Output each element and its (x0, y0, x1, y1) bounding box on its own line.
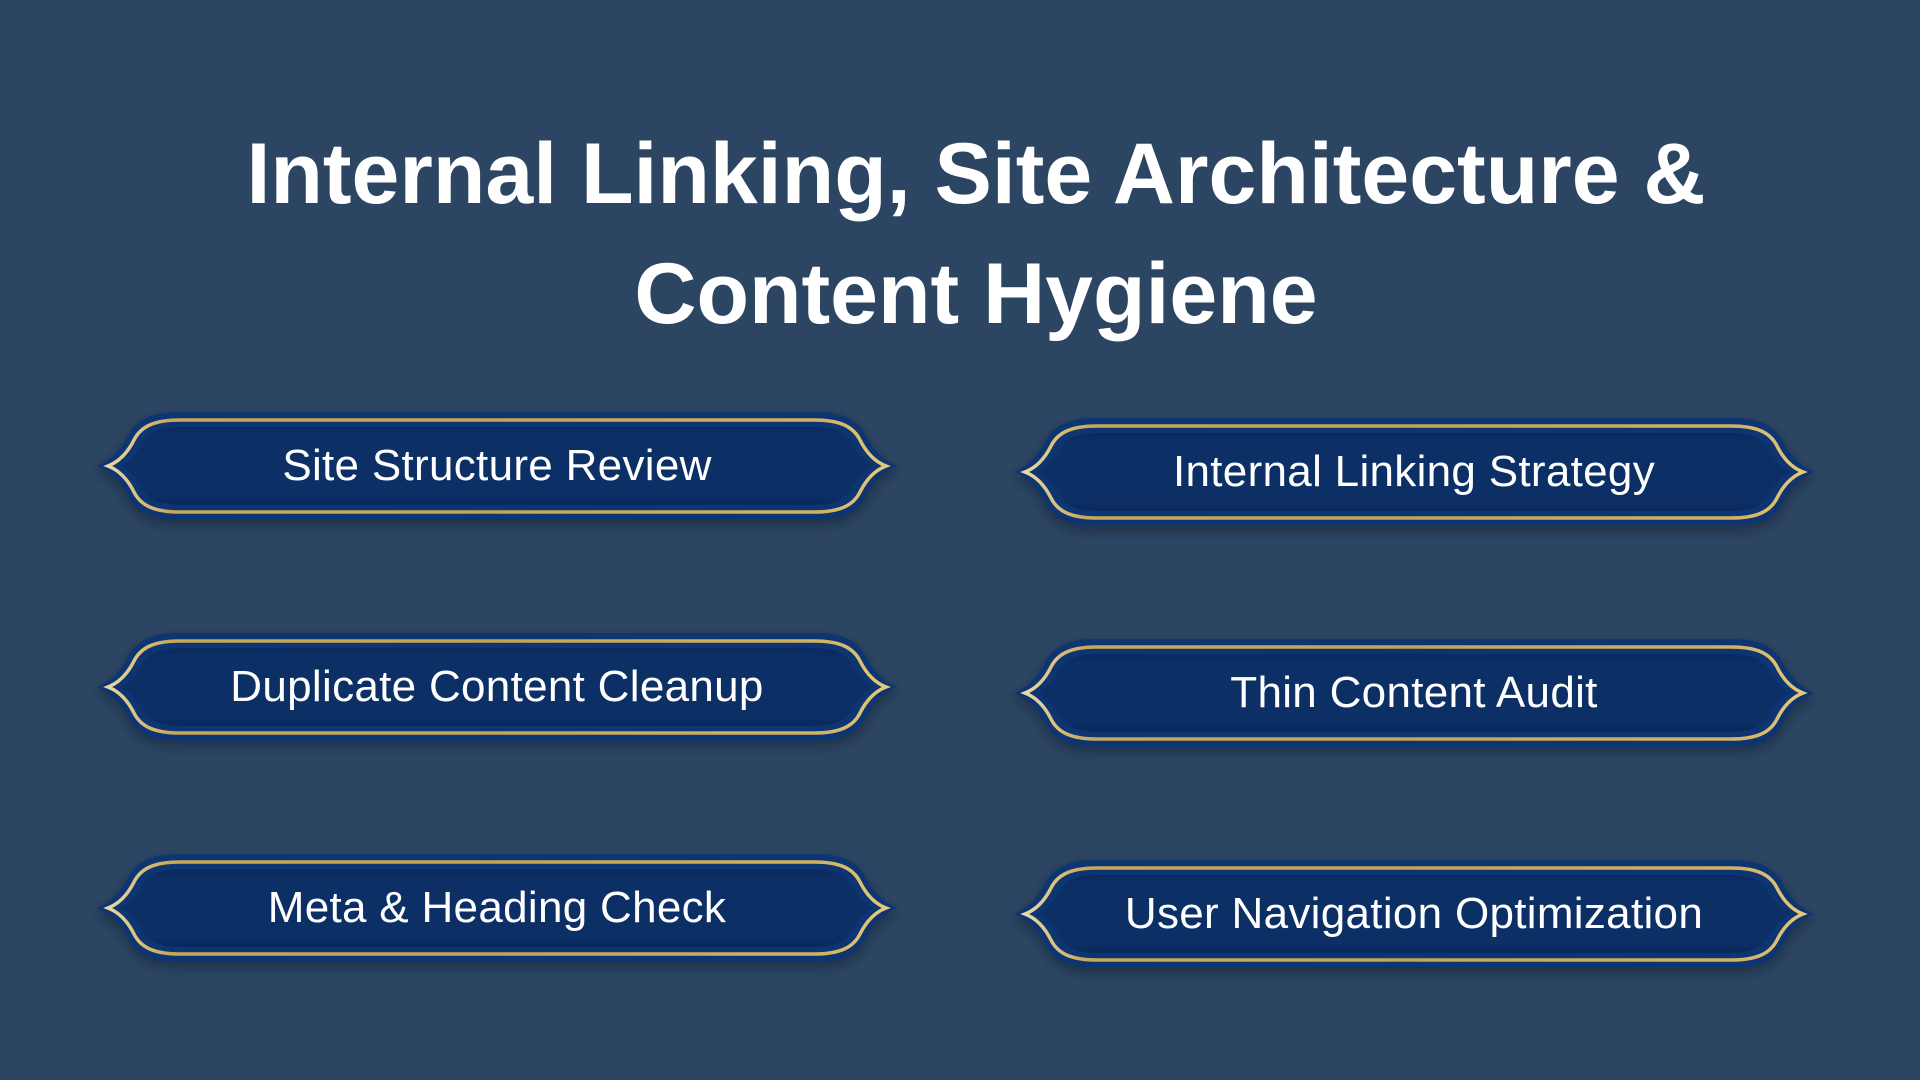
badge-label: Thin Content Audit (1230, 668, 1598, 717)
badge-label: Site Structure Review (282, 441, 712, 490)
badge-user-navigation-optimization[interactable]: User Navigation Optimization (1011, 858, 1817, 970)
badge-duplicate-content-cleanup[interactable]: Duplicate Content Cleanup (94, 631, 900, 743)
badge-meta-heading-check[interactable]: Meta & Heading Check (94, 852, 900, 964)
page-title-line-1: Internal Linking, Site Architecture & (246, 126, 1706, 222)
badge-label: User Navigation Optimization (1124, 889, 1704, 938)
badge-label: Duplicate Content Cleanup (230, 662, 764, 711)
page-title-line-2: Content Hygiene (634, 246, 1318, 342)
badge-label: Internal Linking Strategy (1172, 447, 1655, 496)
badge-internal-linking-strategy[interactable]: Internal Linking Strategy (1011, 416, 1817, 528)
badge-label: Meta & Heading Check (267, 883, 727, 932)
badge-thin-content-audit[interactable]: Thin Content Audit (1011, 637, 1817, 749)
badge-site-structure-review[interactable]: Site Structure Review (94, 410, 900, 522)
